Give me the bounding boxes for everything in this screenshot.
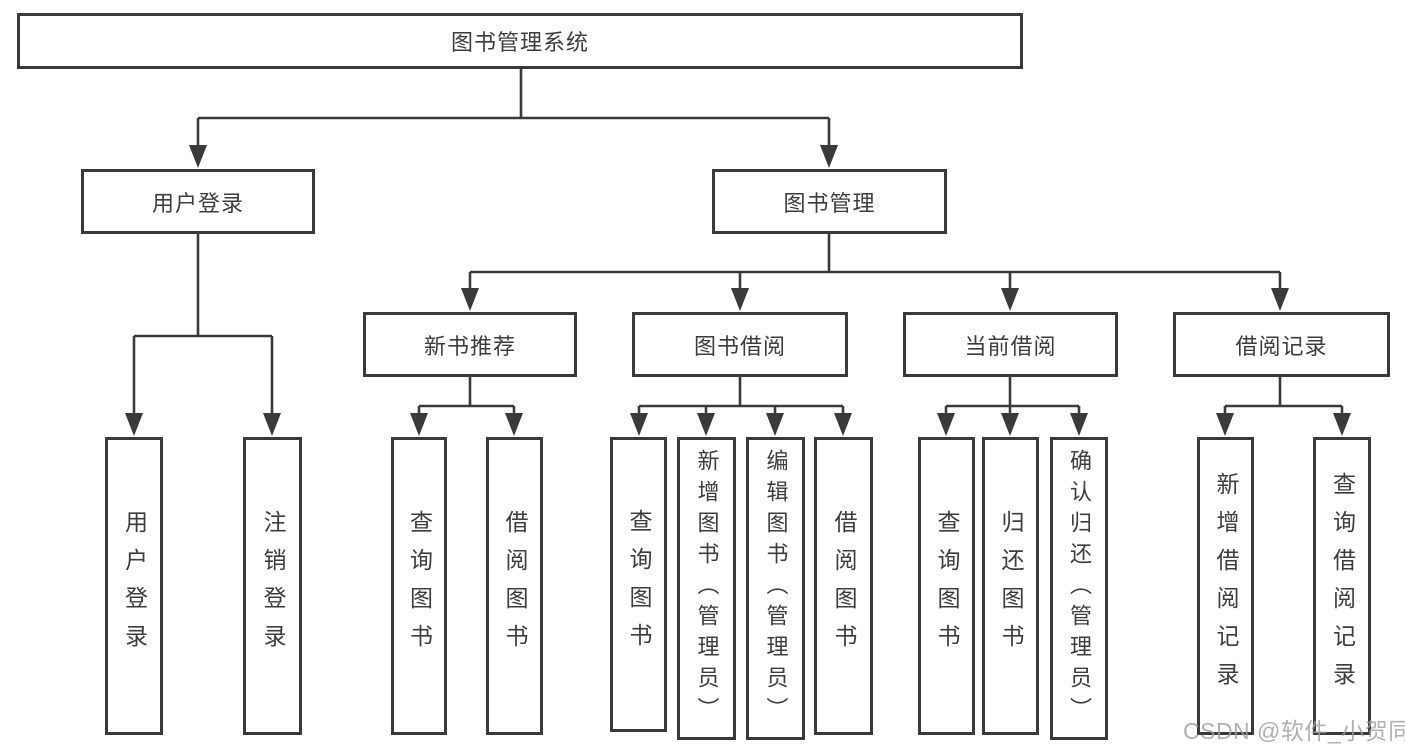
node-leaf-add-books-admin: 新增图书（管理员） [677,437,736,740]
arrowheads [125,145,1351,436]
node-leaf-query-books-2: 查询图书 [610,437,667,732]
connector-user-login-to-leaves [132,233,274,415]
node-leaf-user-login: 用户登录 [105,437,163,735]
connector-book-mgmt-to-sections [468,233,1282,290]
node-leaf-return-books: 归还图书 [982,437,1039,735]
node-leaf-query-books-1: 查询图书 [391,437,447,735]
node-leaf-borrow-books-1: 借阅图书 [486,437,543,735]
node-leaf-add-borrow-record: 新增借阅记录 [1197,437,1254,735]
node-label: 借阅图书 [502,510,528,662]
node-book-borrow: 图书借阅 [632,312,848,377]
connector-new-book-rec-to-leaves [417,376,516,416]
node-label: 注销登录 [260,510,286,662]
connector-root-to-level2 [196,69,831,147]
node-label: 归还图书 [998,510,1024,662]
csdn-watermark: CSDN @软件_小贺同学 [1183,718,1405,744]
connector-book-borrow-to-leaves [637,376,845,416]
node-label: 查询图书 [626,508,652,661]
connector-borrow-records-to-leaves [1223,376,1344,416]
node-leaf-query-books-3: 查询图书 [918,437,975,735]
node-root: 图书管理系统 [17,13,1023,69]
node-label: 用户登录 [121,510,148,662]
node-leaf-confirm-return-admin: 确认归还（管理员） [1050,437,1108,740]
node-label: 借阅图书 [831,510,857,662]
node-label: 查询借阅记录 [1329,472,1356,700]
node-leaf-borrow-books-2: 借阅图书 [814,437,873,735]
node-book-mgmt: 图书管理 [712,169,947,234]
node-current-borrow: 当前借阅 [903,312,1118,377]
node-leaf-query-borrow-record: 查询借阅记录 [1313,437,1371,735]
node-leaf-edit-books-admin: 编辑图书（管理员） [746,437,805,740]
node-label: 查询图书 [934,510,960,662]
node-label: 查询图书 [406,510,433,662]
connector-current-borrow-to-leaves [944,376,1081,416]
node-leaf-logout: 注销登录 [243,437,302,735]
node-label: 确认归还（管理员） [1067,449,1092,728]
node-new-book-rec: 新书推荐 [363,312,577,377]
node-label: 新增借阅记录 [1213,472,1239,700]
node-label: 编辑图书（管理员） [763,449,789,728]
node-user-login: 用户登录 [81,169,315,234]
node-borrow-records: 借阅记录 [1173,312,1390,377]
node-label: 新增图书（管理员） [694,449,720,728]
